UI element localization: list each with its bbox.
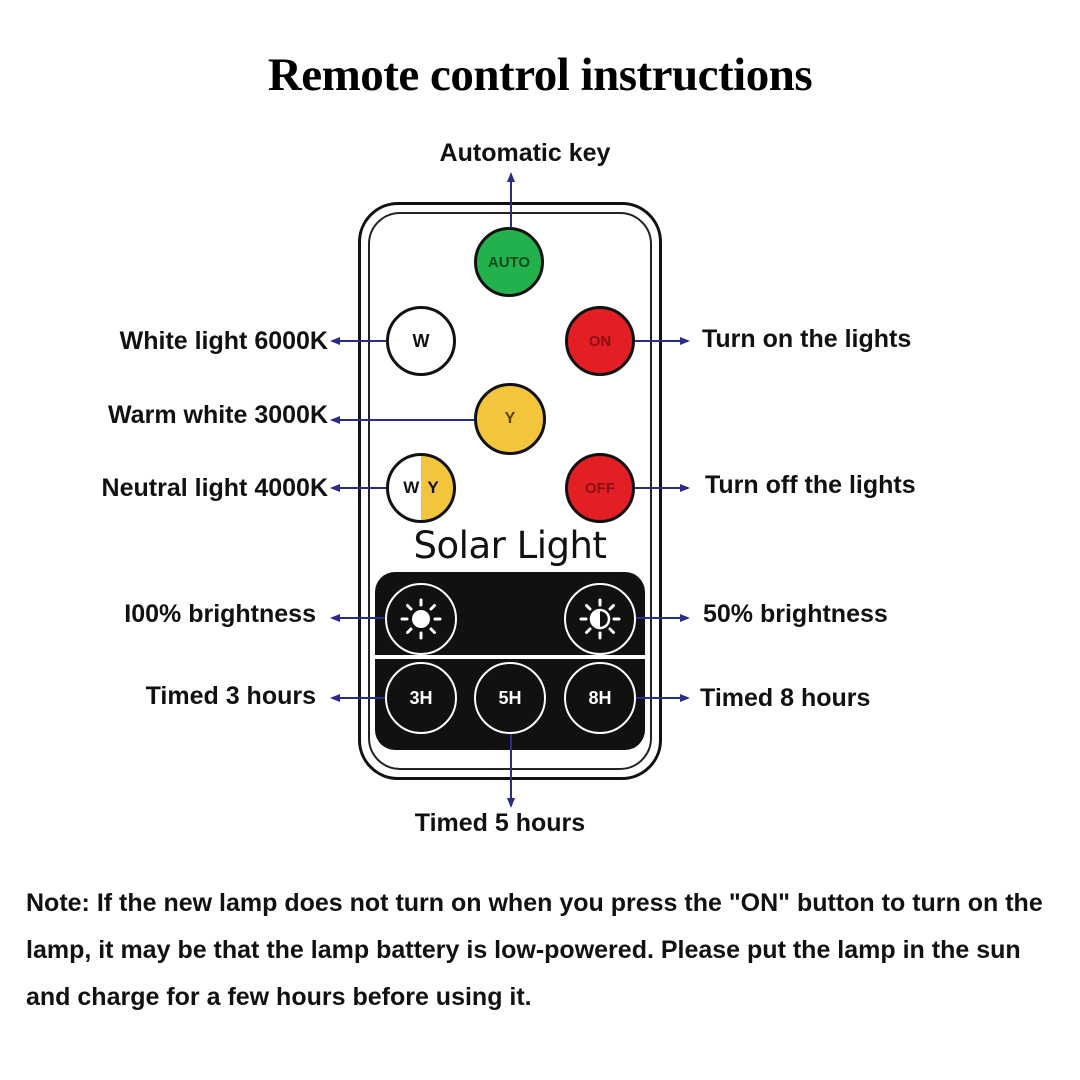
brightness-50-button[interactable] bbox=[564, 583, 636, 655]
neutral-light-button-label-w: W bbox=[403, 478, 420, 497]
label-timed-5: Timed 5 hours bbox=[414, 809, 586, 837]
warm-white-button-label: Y bbox=[504, 410, 516, 427]
off-button[interactable]: OFF bbox=[565, 453, 635, 523]
label-neutral-light: Neutral light 4000K bbox=[101, 474, 328, 502]
label-brightness-100: I00% brightness bbox=[124, 600, 316, 628]
label-turn-on: Turn on the lights bbox=[702, 325, 912, 353]
label-automatic-key: Automatic key bbox=[439, 139, 611, 167]
label-brightness-50: 50% brightness bbox=[703, 600, 888, 628]
brightness-panel-gap bbox=[462, 580, 558, 648]
white-light-button[interactable]: W bbox=[386, 306, 456, 376]
on-button[interactable]: ON bbox=[565, 306, 635, 376]
timer-3h-button[interactable]: 3H bbox=[385, 662, 457, 734]
warm-white-button[interactable]: Y bbox=[474, 383, 546, 455]
label-turn-off: Turn off the lights bbox=[705, 471, 916, 499]
sun-half-icon bbox=[579, 598, 621, 640]
label-white-light: White light 6000K bbox=[119, 327, 328, 355]
on-button-label: ON bbox=[588, 332, 612, 350]
timer-3h-label: 3H bbox=[409, 687, 433, 708]
timer-8h-button[interactable]: 8H bbox=[564, 662, 636, 734]
off-button-label: OFF bbox=[585, 479, 615, 497]
timer-5h-button[interactable]: 5H bbox=[474, 662, 546, 734]
timer-5h-label: 5H bbox=[498, 687, 522, 708]
note-text: Note: If the new lamp does not turn on w… bbox=[26, 889, 1043, 1011]
brightness-100-button[interactable] bbox=[385, 583, 457, 655]
label-warm-white: Warm white 3000K bbox=[108, 401, 328, 429]
auto-button[interactable]: AUTO bbox=[474, 227, 544, 297]
remote-panel-divider bbox=[372, 655, 648, 659]
neutral-light-button[interactable]: W Y bbox=[386, 453, 456, 523]
label-timed-3: Timed 3 hours bbox=[145, 682, 316, 710]
timer-8h-label: 8H bbox=[588, 687, 612, 708]
auto-button-label: AUTO bbox=[487, 253, 531, 271]
sun-full-icon bbox=[400, 598, 442, 640]
label-timed-8: Timed 8 hours bbox=[700, 684, 871, 712]
white-light-button-label: W bbox=[412, 330, 430, 351]
neutral-light-button-label-y: Y bbox=[427, 478, 439, 497]
remote-brand-text: Solar Light bbox=[413, 524, 607, 567]
page-title: Remote control instructions bbox=[267, 49, 813, 101]
